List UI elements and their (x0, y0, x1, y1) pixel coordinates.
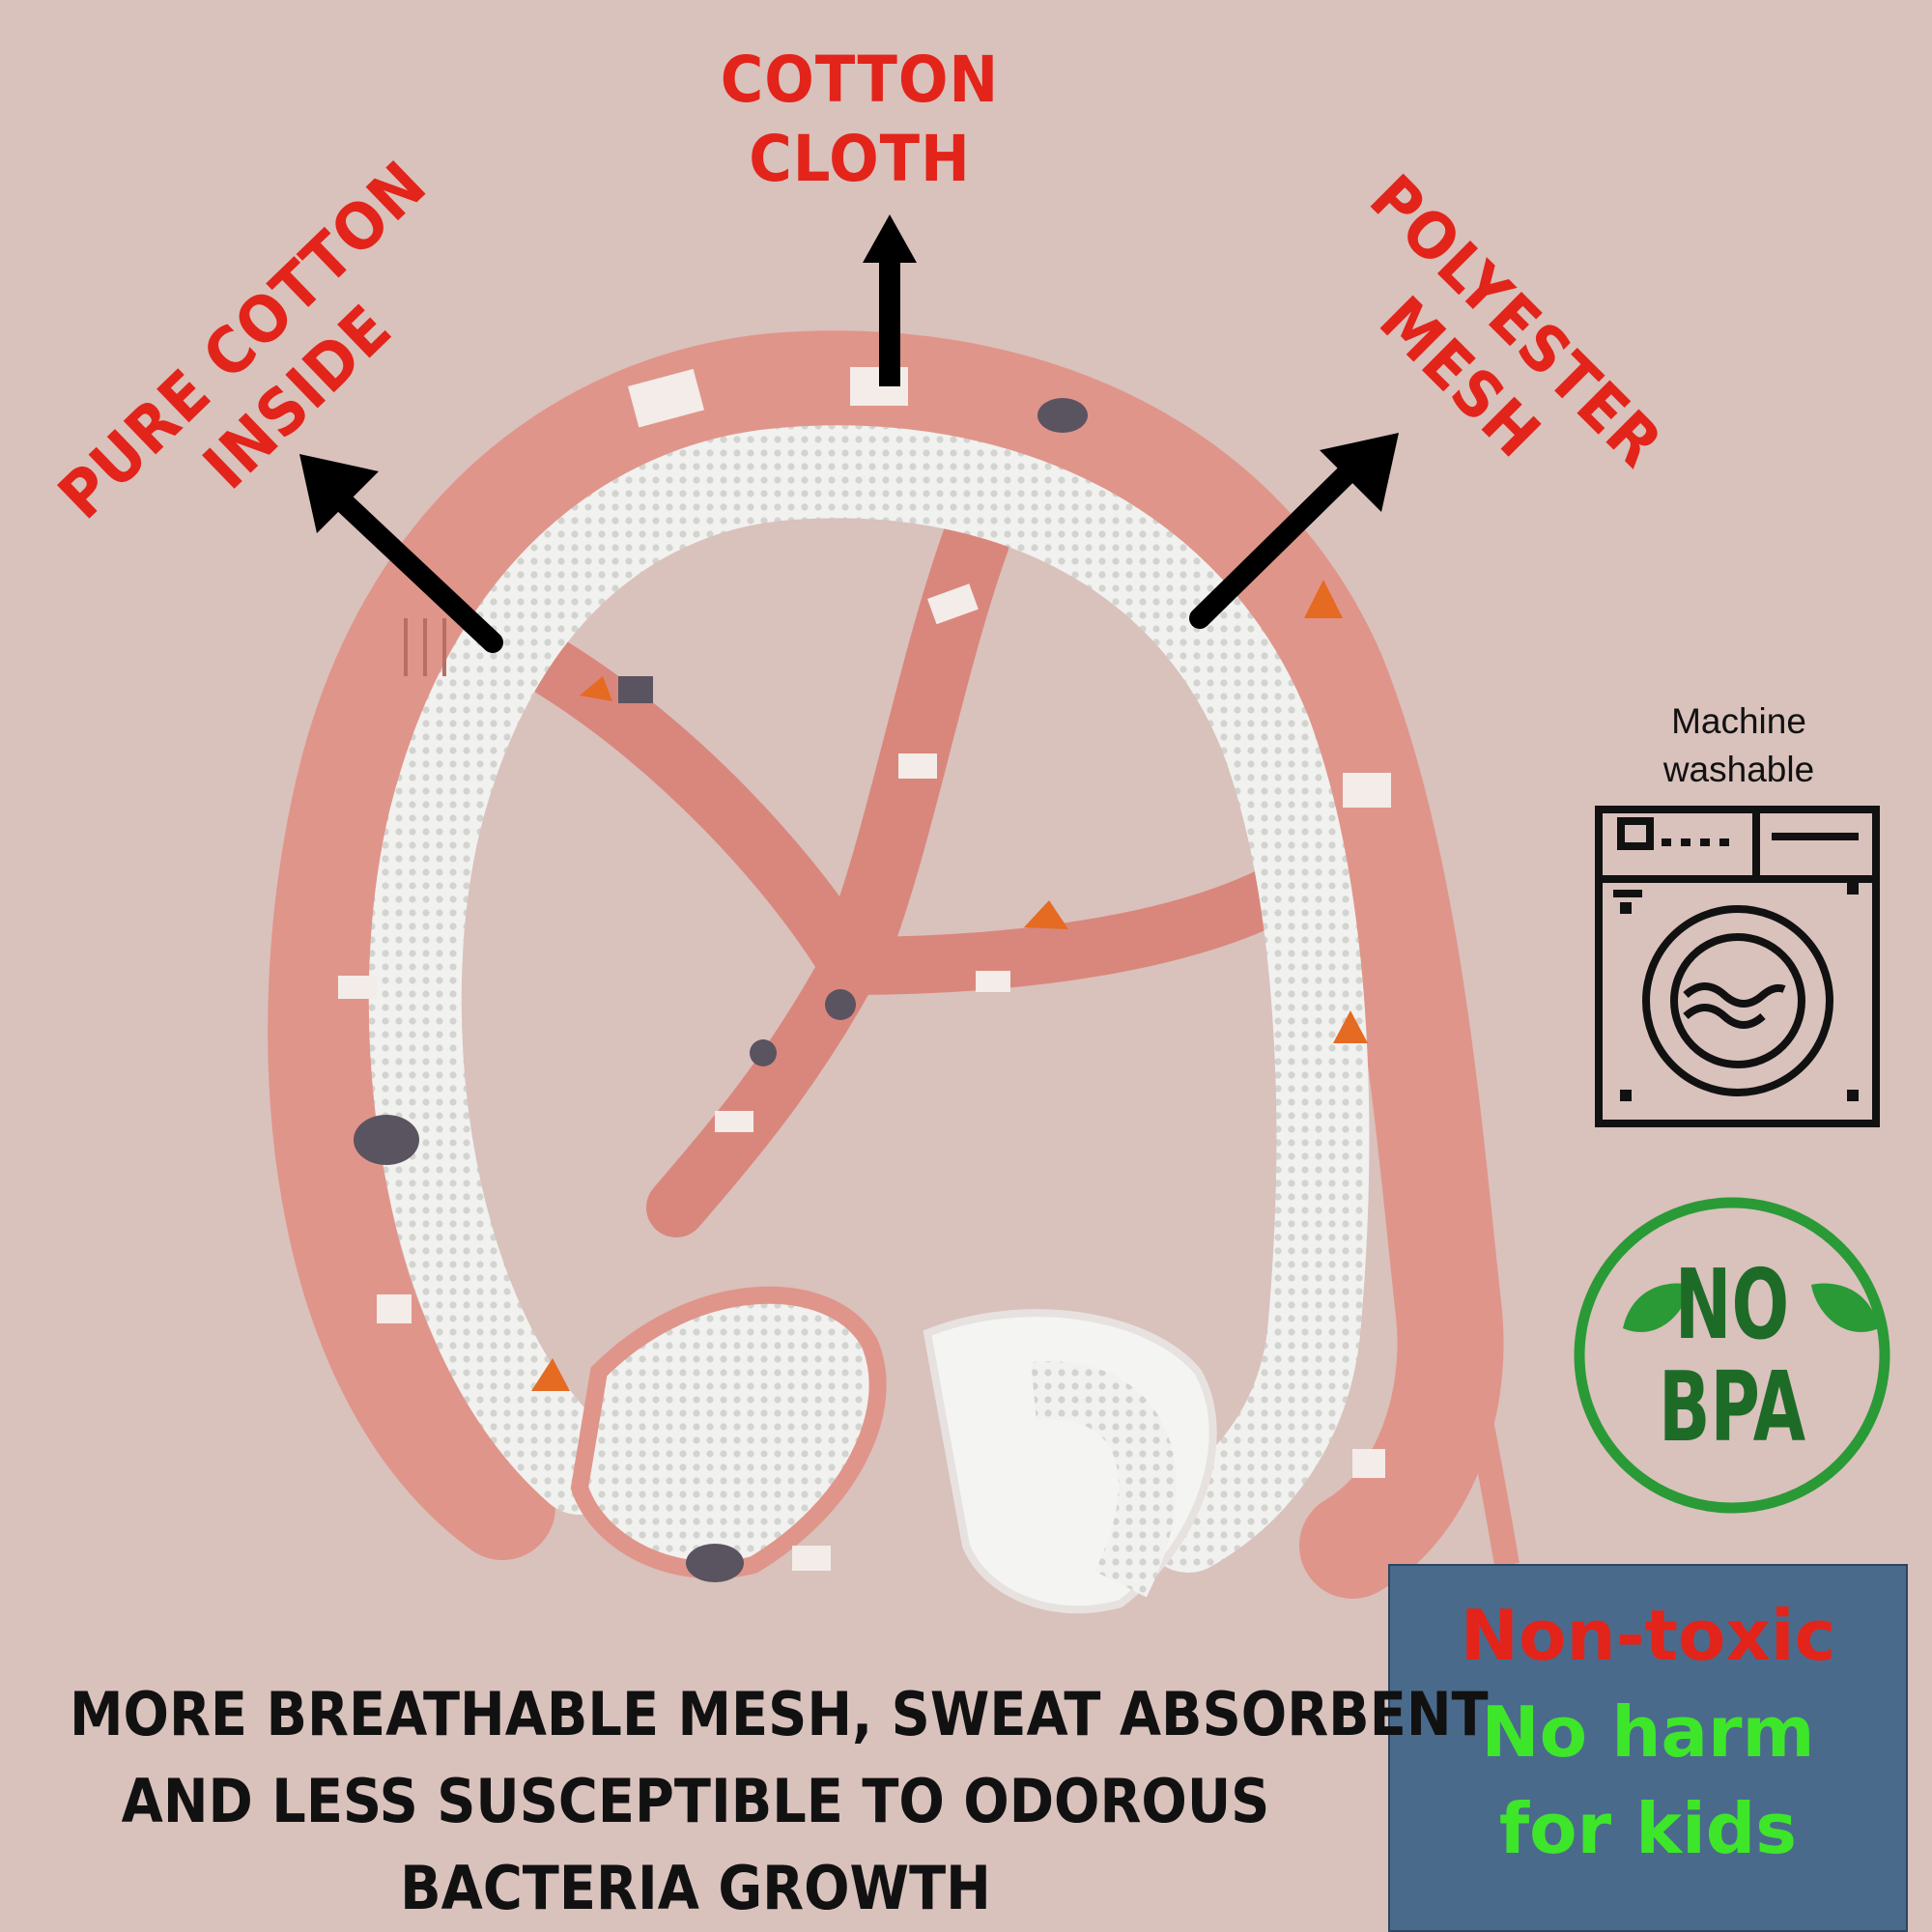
cross-straps (521, 507, 1314, 1237)
wash-caption-line-2: washable (1662, 750, 1815, 789)
machine-washable-caption: Machine washable (1594, 697, 1884, 794)
label-cotton-cloth-line-2: CLOTH (749, 122, 971, 196)
benefit-caption-line-3: BACTERIA GROWTH (400, 1853, 991, 1923)
no-bpa-line-1: NO (1674, 1248, 1790, 1361)
benefit-caption-line-1: MORE BREATHABLE MESH, SWEAT ABSORBENT (70, 1679, 1489, 1749)
for-kids-line: for kids (1498, 1788, 1798, 1869)
washing-machine-icon (1595, 806, 1880, 1127)
label-cotton-cloth-line-1: COTTON (720, 43, 1000, 117)
chin-pad-left (570, 1286, 887, 1579)
benefit-caption: MORE BREATHABLE MESH, SWEAT ABSORBENT AN… (0, 1671, 1489, 1932)
leaf-icon (1623, 1283, 1879, 1332)
no-harm-line: No harm (1481, 1691, 1815, 1773)
wash-caption-line-1: Machine (1671, 701, 1806, 741)
mesh-liner (368, 425, 1370, 1573)
arrow-up-icon (863, 214, 917, 386)
fabric-print (338, 367, 1391, 1582)
no-bpa-badge: NO BPA (1571, 1194, 1893, 1517)
non-toxic-box: Non-toxic No harm for kids (1388, 1564, 1908, 1932)
no-bpa-line-2: BPA (1658, 1350, 1806, 1463)
non-toxic-line: Non-toxic (1460, 1595, 1836, 1676)
hanging-strap (1398, 1060, 1520, 1568)
arrow-up-right-icon (1189, 433, 1399, 629)
bpa-ring (1574, 1197, 1890, 1514)
benefit-caption-line-2: AND LESS SUSCEPTIBLE TO ODOROUS (121, 1766, 1270, 1836)
label-cotton-cloth: COTTON CLOTH (682, 41, 1037, 199)
arrow-up-left-icon (299, 454, 503, 653)
no-bpa-text: NO BPA (1606, 1254, 1859, 1459)
